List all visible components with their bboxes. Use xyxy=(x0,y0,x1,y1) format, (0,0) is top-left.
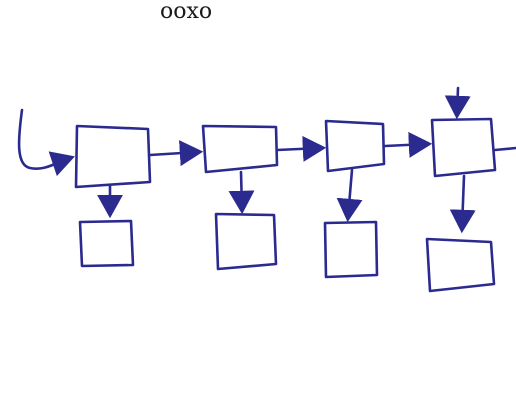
down-connector-3 xyxy=(336,168,363,223)
entry-arrow xyxy=(17,108,75,177)
connector-1-2 xyxy=(148,140,204,167)
bottom-block-1 xyxy=(78,219,135,268)
top-input-arrow xyxy=(444,86,471,120)
exit-connector xyxy=(493,146,516,152)
connector-3-4 xyxy=(383,131,433,158)
connector-2-3 xyxy=(275,135,327,162)
bottom-block-2 xyxy=(214,212,278,271)
bottom-block-3 xyxy=(323,220,379,279)
bottom-block-4 xyxy=(425,237,496,293)
down-connector-2 xyxy=(228,170,255,215)
top-block-3 xyxy=(324,119,386,173)
top-block-4 xyxy=(430,117,497,178)
top-block-1 xyxy=(74,124,152,189)
top-block-2 xyxy=(201,124,279,174)
header-text: ооxо xyxy=(160,0,213,24)
down-connector-4 xyxy=(449,174,476,234)
